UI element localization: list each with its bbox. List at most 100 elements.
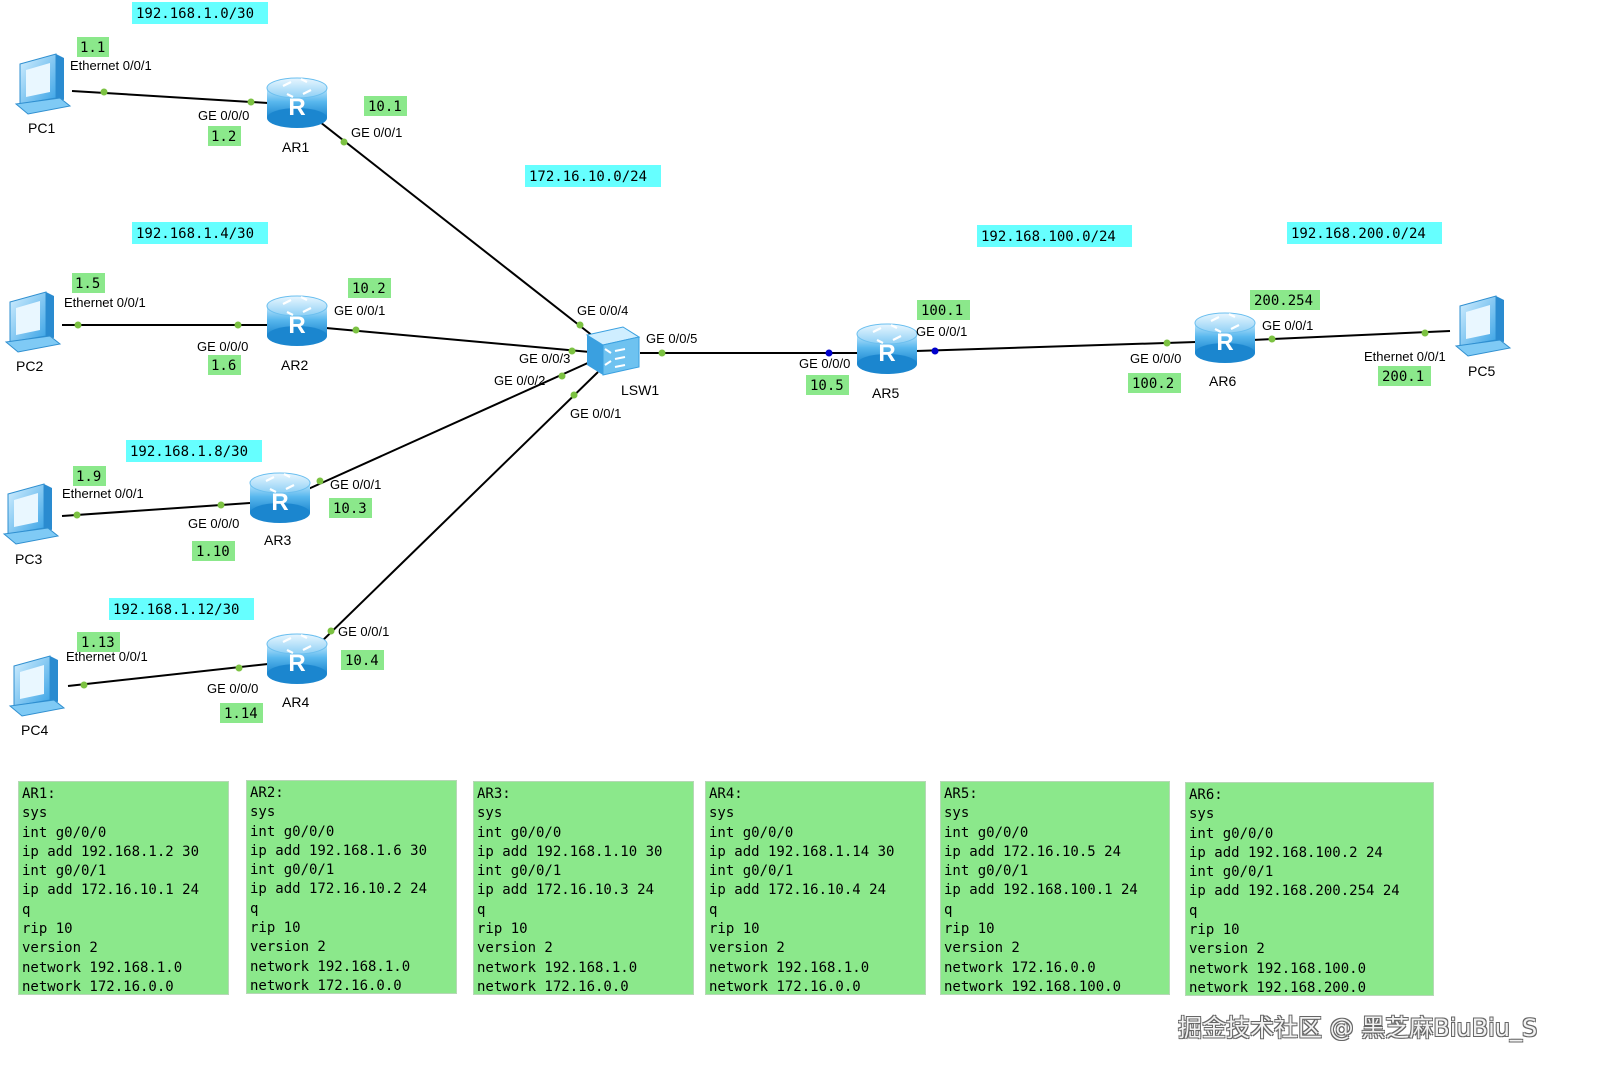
device-label-lsw1: LSW1 <box>621 382 659 398</box>
config-line: int g0/0/1 <box>477 863 562 880</box>
config-line: int g0/0/1 <box>944 863 1029 880</box>
config-line: ip add 192.168.200.254 24 <box>1189 883 1400 900</box>
config-line: int g0/0/0 <box>709 824 794 841</box>
config-line: int g0/0/1 <box>22 863 107 880</box>
config-line: int g0/0/0 <box>477 824 562 841</box>
config-line: sys <box>250 804 276 821</box>
config-line: network 192.168.1.0 <box>477 959 638 976</box>
pc5[interactable] <box>1455 295 1511 357</box>
ip-labels: 1.1 1.2 10.1 1.5 10.2 1.6 1.9 10.3 1.10 … <box>72 37 1431 723</box>
config-line: network 172.16.0.0 <box>22 978 174 995</box>
config-line: ip add 192.168.1.14 30 <box>709 843 895 860</box>
config-line: ip add 192.168.100.2 24 <box>1189 844 1383 861</box>
subnet-tag-bg <box>126 440 262 462</box>
config-line: network 192.168.1.0 <box>22 959 183 976</box>
device-label-ar2: AR2 <box>281 357 308 373</box>
subnet-tag: 192.168.1.12/30 <box>113 602 239 618</box>
port-label: Ethernet 0/0/1 <box>70 58 152 73</box>
config-line: network 172.16.0.0 <box>250 977 402 994</box>
router-ar1[interactable] <box>265 76 329 130</box>
port-label: GE 0/0/1 <box>570 406 621 421</box>
config-title: AR5: <box>944 786 978 802</box>
port-dot <box>1268 335 1276 343</box>
config-line: q <box>709 901 718 918</box>
ip-tag: 10.5 <box>810 378 844 394</box>
router-icon <box>265 76 329 130</box>
config-line: ip add 192.168.1.10 30 <box>477 843 663 860</box>
pc2[interactable] <box>5 291 61 353</box>
port-label: GE 0/0/1 <box>1262 318 1313 333</box>
port-dot <box>217 501 225 509</box>
router-ar6[interactable] <box>1193 311 1257 365</box>
device-label-ar6: AR6 <box>1209 373 1236 389</box>
pc1[interactable] <box>15 53 71 115</box>
device-label-pc3: PC3 <box>15 551 42 567</box>
watermark: 掘金技术社区 @ 黑芝麻BiuBiu_S <box>1178 1014 1538 1042</box>
ip-tag: 1.2 <box>211 129 236 145</box>
port-dots <box>73 88 1429 689</box>
port-label: Ethernet 0/0/1 <box>66 649 148 664</box>
ip-tag-bg <box>917 300 970 320</box>
router-ar4[interactable] <box>265 632 329 686</box>
ip-tag-bg <box>1250 290 1320 310</box>
port-label: GE 0/0/0 <box>198 108 249 123</box>
link-pc4-ar4 <box>67 663 269 687</box>
port-dot <box>576 321 584 329</box>
config-line: ip add 192.168.1.2 30 <box>22 843 200 860</box>
config-line: sys <box>944 805 970 822</box>
device-label-ar4: AR4 <box>282 694 309 710</box>
device-label-pc4: PC4 <box>21 722 48 738</box>
port-label: GE 0/0/0 <box>188 516 239 531</box>
switch-lsw1[interactable] <box>585 326 641 376</box>
port-label: GE 0/0/1 <box>338 624 389 639</box>
ip-tag: 1.9 <box>76 469 101 485</box>
device-label-pc1: PC1 <box>28 120 55 136</box>
subnet-labels: 192.168.1.0/30 192.168.1.4/30 192.168.1.… <box>109 2 1442 620</box>
config-line: int g0/0/1 <box>709 863 794 880</box>
ip-tag-bg <box>208 126 241 146</box>
port-label: Ethernet 0/0/1 <box>62 486 144 501</box>
port-dot <box>74 321 82 329</box>
link-ar2-lsw1 <box>325 327 591 353</box>
config-line: network 192.168.200.0 <box>1189 979 1367 996</box>
config-line: rip 10 <box>944 921 995 938</box>
switch-icon <box>585 326 641 376</box>
router-icon <box>1193 311 1257 365</box>
subnet-tag-bg <box>132 222 268 244</box>
router-icon <box>265 294 329 348</box>
config-line: ip add 172.16.10.3 24 <box>477 882 655 899</box>
ip-tag-bg <box>329 498 372 518</box>
config-title: AR3: <box>477 786 511 802</box>
device-label-ar5: AR5 <box>872 385 899 401</box>
router-icon <box>248 471 312 525</box>
config-line: version 2 <box>22 940 98 957</box>
config-line: q <box>477 901 486 918</box>
port-label: GE 0/0/0 <box>197 339 248 354</box>
port-label: GE 0/0/4 <box>577 303 628 318</box>
subnet-tag: 192.168.1.0/30 <box>136 6 254 22</box>
port-dot <box>1421 329 1429 337</box>
config-line: rip 10 <box>709 921 760 938</box>
port-dot <box>570 391 578 399</box>
router-ar5[interactable] <box>855 322 919 376</box>
pc3[interactable] <box>3 483 59 545</box>
config-line: network 192.168.1.0 <box>250 958 411 975</box>
pc4[interactable] <box>9 655 65 717</box>
ip-tag: 100.2 <box>1132 376 1174 392</box>
router-ar3[interactable] <box>248 471 312 525</box>
port-dot <box>352 326 360 334</box>
ip-tag-bg <box>364 96 407 116</box>
pc-icon <box>1455 295 1511 357</box>
port-dot <box>558 372 566 380</box>
port-dot <box>235 664 243 672</box>
port-dot <box>100 88 108 96</box>
router-ar2[interactable] <box>265 294 329 348</box>
config-line: rip 10 <box>1189 922 1240 939</box>
link-ar5-ar6 <box>915 341 1197 352</box>
config-title: AR6: <box>1189 787 1223 803</box>
